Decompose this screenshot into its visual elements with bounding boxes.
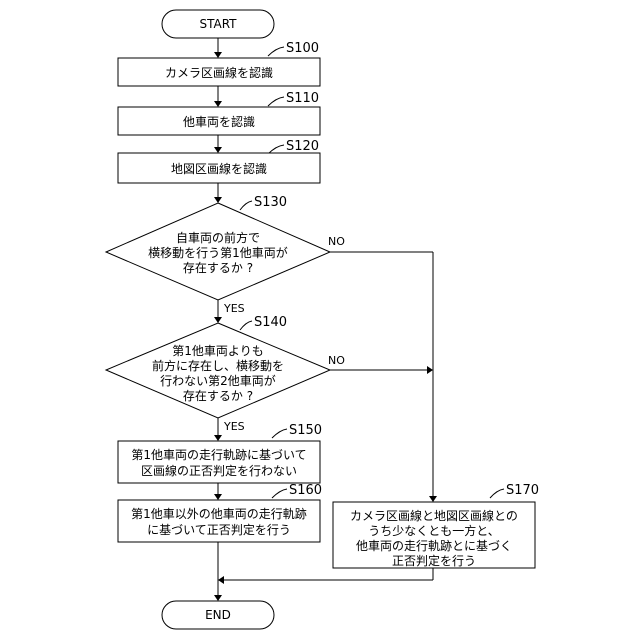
arrow-head — [214, 595, 222, 601]
process-line: 第1他車両の走行軌跡に基づいて — [131, 447, 306, 462]
decision-line: 横移動を行う第1他車両が — [148, 245, 288, 260]
end-terminal: END — [162, 601, 274, 629]
step-id-s150: S150 — [289, 423, 322, 438]
step-id-s110: S110 — [286, 91, 319, 106]
step-s100: S100 カメラ区画線を認識 — [118, 41, 320, 86]
arrow-head — [218, 576, 224, 584]
arrow-head — [214, 197, 222, 203]
step-s160: S160 第1他車以外の他車両の走行軌跡 に基づいて正否判定を行う — [118, 483, 322, 542]
decision-line: 存在するか ? — [183, 261, 253, 275]
process-line: カメラ区画線と地図区画線との — [350, 508, 518, 523]
step-id-s140: S140 — [254, 315, 287, 330]
process-label-s120: 地図区画線を認識 — [171, 161, 267, 176]
arrow-head — [214, 52, 222, 58]
end-label: END — [205, 608, 231, 622]
step-s110: S110 他車両を認識 — [118, 91, 320, 135]
process-line: 第1他車以外の他車両の走行軌跡 — [131, 506, 307, 521]
step-id-s120: S120 — [286, 139, 319, 154]
step-id-leader — [272, 489, 287, 498]
decision-line: 行わない第2他車両が — [160, 373, 276, 388]
decision-line: 自車両の前方で — [176, 230, 260, 245]
decision-s130: S130 自車両の前方で 横移動を行う第1他車両が 存在するか ? — [106, 195, 330, 300]
step-id-leader — [240, 321, 252, 330]
process-label-s110: 他車両を認識 — [183, 114, 255, 129]
process-line: 区画線の正否判定を行わない — [141, 463, 297, 478]
step-s170: S170 カメラ区画線と地図区画線との うち少なくとも一方と、 他車両の走行軌跡… — [333, 483, 539, 568]
edge-label-s130-no: NO — [328, 235, 345, 248]
decision-s140: S140 第1他車両よりも 前方に存在し、横移動を 行わない第2他車両が 存在す… — [106, 315, 330, 418]
arrow-head — [427, 366, 433, 374]
process-line: に基づいて正否判定を行う — [147, 522, 291, 537]
step-id-leader — [490, 489, 504, 498]
process-line: 正否判定を行う — [392, 553, 476, 568]
arrow-head — [214, 317, 222, 323]
arrow-head — [214, 494, 222, 500]
arrow-head — [214, 147, 222, 153]
step-id-leader — [268, 97, 284, 106]
step-id-s100: S100 — [286, 41, 319, 56]
step-id-leader — [240, 201, 252, 210]
arrow-head — [214, 101, 222, 107]
step-s120: S120 地図区画線を認識 — [118, 139, 320, 183]
process-line: うち少なくとも一方と、 — [368, 523, 500, 538]
edge-label-s130-yes: YES — [223, 302, 245, 315]
edge-label-s140-yes: YES — [223, 420, 245, 433]
process-line: 他車両の走行軌跡とに基づく — [356, 538, 512, 553]
step-s150: S150 第1他車両の走行軌跡に基づいて 区画線の正否判定を行わない — [118, 423, 322, 483]
decision-line: 第1他車両よりも — [172, 344, 263, 358]
step-id-leader — [268, 47, 284, 56]
decision-line: 前方に存在し、横移動を — [152, 358, 284, 373]
step-id-leader — [272, 429, 287, 438]
process-label-s100: カメラ区画線を認識 — [165, 65, 273, 80]
start-label: START — [199, 17, 237, 31]
start-terminal: START — [162, 10, 274, 38]
decision-line: 存在するか ? — [183, 389, 253, 403]
step-id-s160: S160 — [289, 483, 322, 498]
step-id-s170: S170 — [506, 483, 539, 498]
edge-label-s140-no: NO — [328, 354, 345, 367]
arrow-head — [214, 435, 222, 441]
step-id-s130: S130 — [254, 195, 287, 210]
arrow-head — [429, 496, 437, 502]
